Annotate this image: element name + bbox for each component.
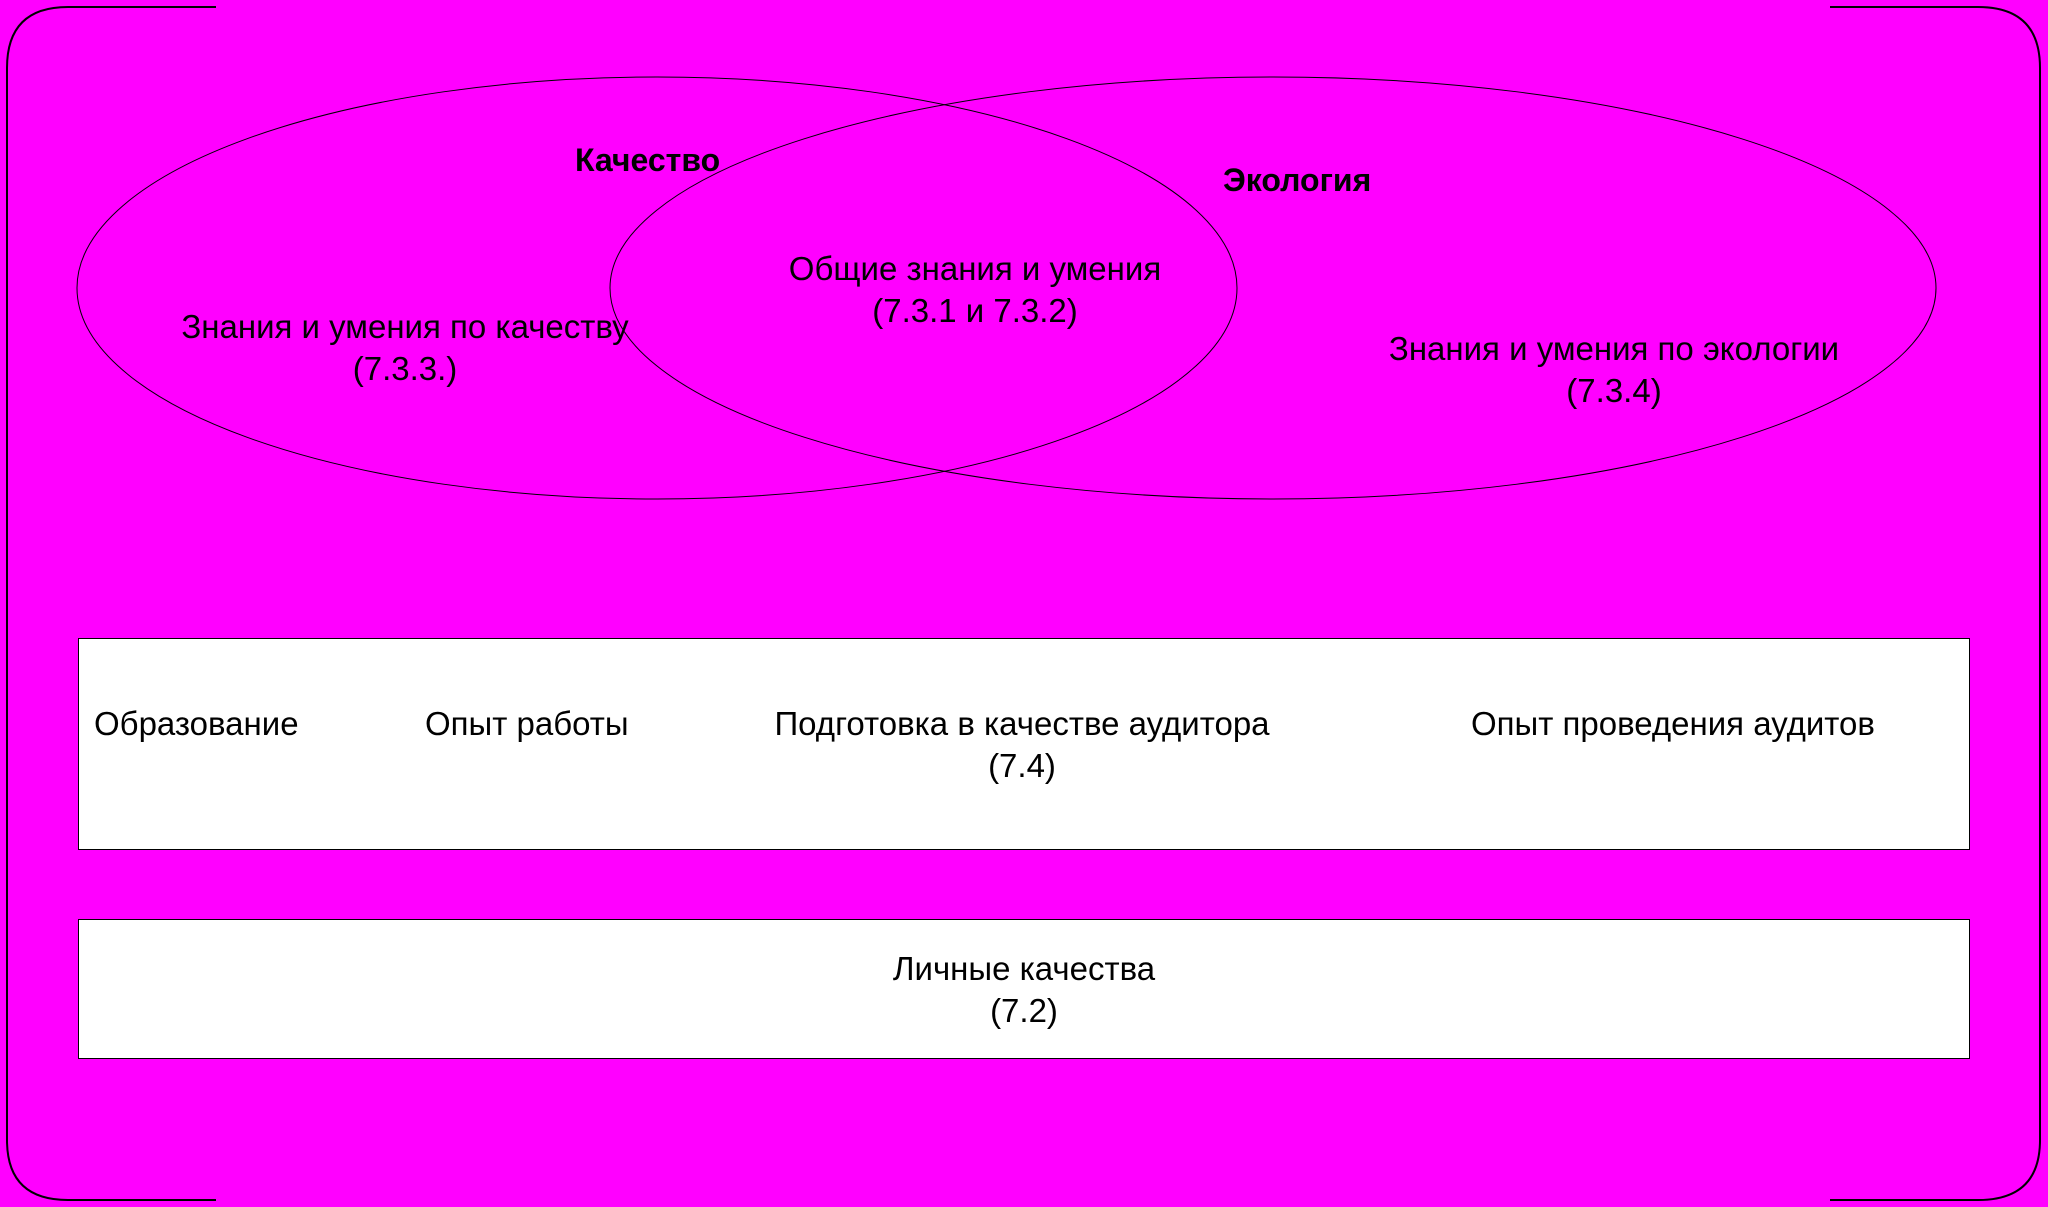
ecology-ellipse [609, 76, 1937, 500]
quality-title: Качество [575, 142, 721, 178]
ecology-knowledge-text: Знания и умения по экологии [1388, 330, 1840, 367]
personal-qualities-ref: (7.2) [990, 992, 1058, 1029]
auditor-training-text: Подготовка в качестве аудитора [774, 705, 1270, 742]
ecology-knowledge-label: Знания и умения по экологии (7.3.4) [1389, 328, 1839, 412]
quality-knowledge-label: Знания и умения по качеству (7.3.3.) [181, 306, 628, 390]
work-experience-label: Опыт работы [425, 705, 629, 742]
ecology-knowledge-ref: (7.3.4) [1566, 372, 1662, 409]
auditor-training-label: Подготовка в качестве аудитора (7.4) [774, 703, 1269, 787]
personal-qualities-text: Личные качества [892, 950, 1156, 987]
common-knowledge-label: Общие знания и умения (7.3.1 и 7.3.2) [789, 248, 1161, 332]
frame-corner-top-left [6, 6, 216, 1201]
frame-corner-right [1830, 6, 2041, 1201]
personal-qualities-box: Личные качества (7.2) [78, 919, 1970, 1059]
audit-experience-label: Опыт проведения аудитов [1471, 705, 1875, 742]
ecology-title: Экология [1223, 162, 1372, 198]
personal-qualities-label: Личные качества (7.2) [893, 948, 1155, 1032]
quality-knowledge-ref: (7.3.3.) [352, 350, 458, 387]
education-label: Образование [94, 705, 299, 742]
quality-ellipse [76, 76, 1238, 500]
quality-knowledge-text: Знания и умения по качеству [181, 308, 629, 345]
auditor-training-ref: (7.4) [988, 747, 1056, 784]
common-knowledge-ref: (7.3.1 и 7.3.2) [872, 292, 1078, 329]
common-knowledge-text: Общие знания и умения [788, 250, 1162, 287]
experience-box: Образование Опыт работы Подготовка в кач… [78, 638, 1970, 850]
